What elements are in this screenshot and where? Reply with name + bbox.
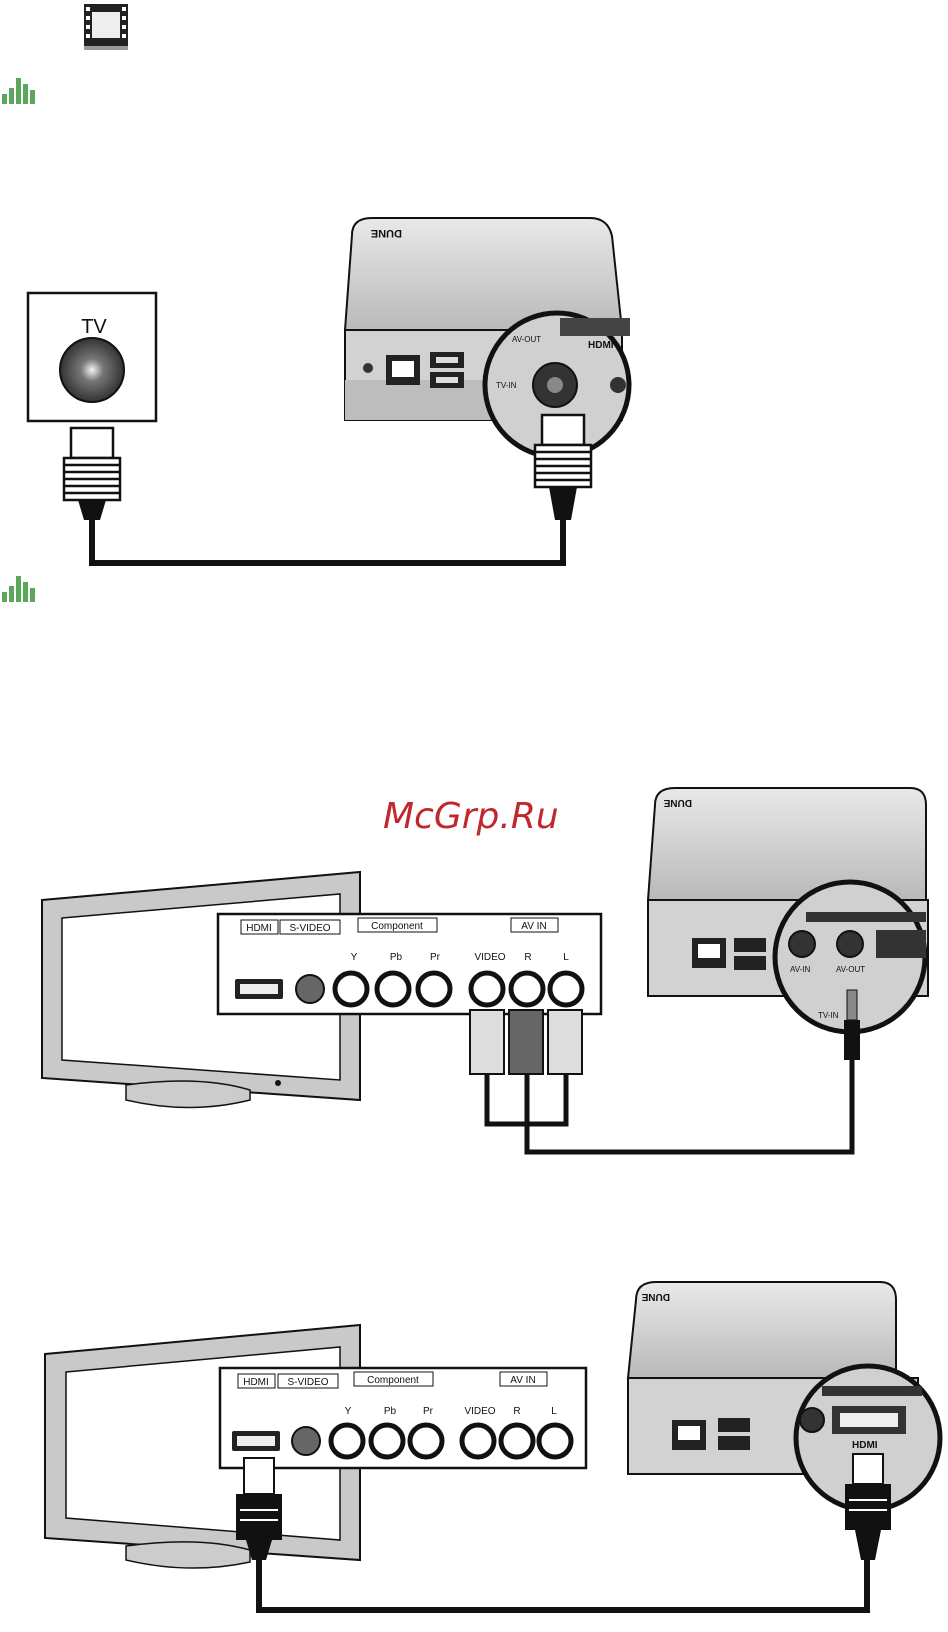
panel-l-label: L [551, 1406, 557, 1417]
panel-hdmi-label: HDMI [246, 923, 272, 934]
diagram-tv-antenna: TV DUNE HDMI AV-OUT TV-IN [28, 218, 630, 563]
panel-svideo-label: S-VIDEO [287, 1377, 328, 1388]
hdmi-port-label: HDMI [852, 1440, 878, 1451]
diagram-composite-av: HDMI S-VIDEO Component AV IN Y Pb Pr VID… [42, 788, 928, 1152]
panel-r-label: R [513, 1406, 520, 1417]
panel-component-label: Component [371, 921, 423, 932]
panel-video-label: VIDEO [464, 1406, 495, 1417]
diagram-hdmi: HDMI S-VIDEO Component AV IN Y Pb Pr VID… [45, 1282, 940, 1610]
rca-plugs [470, 1010, 582, 1074]
tv-wall-socket: TV [28, 293, 156, 421]
panel-pb-label: Pb [384, 1406, 397, 1417]
hdmi-port-label: HDMI [588, 340, 614, 351]
panel-y-label: Y [351, 952, 358, 963]
panel-video-label: VIDEO [474, 952, 505, 963]
tv-input-panel: HDMI S-VIDEO Component AV IN Y Pb Pr VID… [218, 914, 601, 1014]
panel-pr-label: Pr [423, 1406, 434, 1417]
panel-r-label: R [524, 952, 531, 963]
panel-hdmi-label: HDMI [243, 1377, 269, 1388]
svg-text:DUNE: DUNE [371, 227, 402, 239]
panel-y-label: Y [345, 1406, 352, 1417]
coax-cable [92, 520, 563, 563]
av-out-label: AV-OUT [512, 335, 541, 344]
svg-text:DUNE: DUNE [663, 797, 692, 808]
panel-avin-label: AV IN [521, 921, 546, 932]
panel-svideo-label: S-VIDEO [289, 923, 330, 934]
tv-input-panel: HDMI S-VIDEO Component AV IN Y Pb Pr VID… [220, 1368, 586, 1468]
panel-avin-label: AV IN [510, 1375, 535, 1386]
tv-in-label: TV-IN [496, 381, 517, 390]
hdmi-cable [259, 1560, 867, 1610]
coax-plug-right [535, 415, 591, 520]
tv-in-label: TV-IN [818, 1011, 839, 1020]
audio-bars-icon [2, 78, 35, 104]
panel-pr-label: Pr [430, 952, 441, 963]
av-out-label: AV-OUT [836, 965, 865, 974]
av-in-label: AV-IN [790, 965, 811, 974]
audio-bars-icon [2, 576, 35, 602]
coax-plug-left [64, 428, 120, 520]
panel-l-label: L [563, 952, 569, 963]
panel-pb-label: Pb [390, 952, 403, 963]
panel-component-label: Component [367, 1375, 419, 1386]
film-icon [84, 4, 128, 50]
svg-text:DUNE: DUNE [641, 1291, 670, 1302]
watermark: McGrp.Ru [383, 796, 559, 837]
tv-socket-label: TV [81, 316, 107, 338]
